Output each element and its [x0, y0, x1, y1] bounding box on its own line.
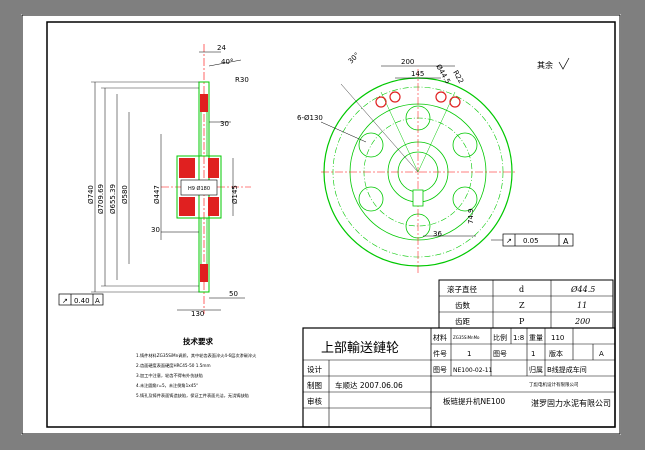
dim-24: 24 — [217, 44, 226, 52]
dim-phi447: Ø447 — [153, 185, 161, 204]
param-val-teeth: 11 — [577, 301, 587, 310]
param-sym-pitch: P — [519, 317, 525, 326]
check-label: 审核 — [307, 396, 322, 406]
version-num: 1 — [531, 350, 535, 358]
drawing-no-prefix: 图号 — [433, 366, 447, 374]
roughness-symbol — [558, 57, 570, 70]
dim-phi445: Ø44.5 — [434, 63, 451, 85]
dim-phi740: Ø740 — [87, 185, 95, 204]
svg-text:↗: ↗ — [62, 297, 68, 305]
dim-phi580: Ø580 — [121, 185, 129, 204]
param-label-pitch: 齿距 — [455, 317, 470, 326]
front-view: 200 145 30° Ø44.5 R22 6-Ø130 36 74.9 ↗ 0… — [297, 51, 574, 274]
param-sym-roller: d — [519, 285, 524, 294]
param-label-teeth: 齿数 — [455, 300, 470, 310]
tech-heading: 技术要求 — [183, 336, 213, 346]
belongs-label: 归属 — [529, 365, 543, 374]
svg-text:↗: ↗ — [506, 237, 512, 245]
dim-40deg: 40° — [221, 58, 233, 66]
dim-phi655: Ø655.39 — [109, 184, 117, 214]
tech-item-1: 1.铸件材料ZG35SiMn调质，其中轮齿表面淬火4-6层次渗碳淬火 — [136, 352, 257, 359]
dim-30deg: 30° — [347, 51, 361, 65]
drawing-title: 上部輸送鏈轮 — [321, 341, 399, 356]
draw-label: 制图 — [307, 380, 322, 390]
dim-30-bottom: 30 — [151, 226, 160, 234]
dim-30-top: 30 — [220, 120, 229, 128]
drawing-sheet: H9 Ø180 Ø740 Ø709.69 Ø655.39 Ø580 Ø447 Ø… — [21, 14, 621, 435]
dim-50: 50 — [229, 290, 238, 298]
dim-36: 36 — [433, 230, 442, 238]
tech-item-2: 2.齿面硬度表面硬度HRC45-50 1.5mm — [136, 362, 211, 369]
tech-item-3: 3.加工中注意，轮齿不得有外伤缺陷 — [136, 372, 203, 379]
tolerance-right-value: 0.05 — [523, 237, 539, 245]
param-sym-teeth: Z — [519, 301, 525, 310]
dim-r30: R30 — [235, 76, 249, 84]
product-name: 板链提升机NE100 — [443, 396, 505, 406]
outer-border — [21, 14, 621, 435]
dim-145: 145 — [411, 70, 424, 78]
drawing-no-value: NE100-02-11 — [453, 367, 493, 374]
dim-r22: R22 — [451, 69, 465, 85]
scale-label: 比例 — [493, 333, 507, 342]
param-val-pitch: 200 — [574, 317, 590, 326]
tech-item-4: 4.未注圆角r=5，未注倒角1x45° — [136, 382, 198, 389]
dim-phi709: Ø709.69 — [97, 184, 105, 214]
scale-value: 1:8 — [513, 334, 524, 342]
design-label: 设计 — [307, 364, 322, 374]
svg-text:H9 Ø180: H9 Ø180 — [188, 185, 210, 192]
params-table: 滚子直径 d Ø44.5 齿数 Z 11 齿距 P 200 — [438, 279, 614, 329]
drawing-no-label: 图号 — [493, 350, 507, 358]
weight-label: 重量 — [529, 334, 543, 342]
dim-phi145-hub: Ø145 — [231, 185, 239, 204]
dim-200: 200 — [401, 58, 414, 66]
tolerance-frame-left — [58, 293, 104, 306]
param-label-roller: 滚子直径 — [447, 284, 477, 294]
tolerance-right-datum: A — [563, 237, 569, 246]
weight-value: 110 — [551, 334, 564, 342]
company-top: 丁彪电机设计有限限公司 — [529, 381, 579, 388]
version-value: A — [599, 350, 604, 358]
qty-value: 1 — [467, 350, 471, 358]
section-view: H9 Ø180 Ø740 Ø709.69 Ø655.39 Ø580 Ø447 Ø… — [58, 44, 251, 318]
material-value: ZG35SiMnMo — [453, 335, 480, 340]
tolerance-left-datum: A — [95, 297, 100, 305]
tech-requirements: 技术要求 1.铸件材料ZG35SiMn调质，其中轮齿表面淬火4-6层次渗碳淬火 … — [136, 336, 257, 399]
title-block: 上部輸送鏈轮 设计 制图 车顺达 2007.06.06 审核 材料 ZG35Si… — [302, 327, 616, 428]
roughness-rest-label: 其余 — [537, 60, 553, 70]
tolerance-left-value: 0.40 — [74, 297, 90, 305]
company-name: 湛罗固力水泥有限公司 — [531, 398, 611, 408]
drawing-canvas: H9 Ø180 Ø740 Ø709.69 Ø655.39 Ø580 Ø447 Ø… — [21, 14, 621, 435]
draw-value: 车顺达 2007.06.06 — [335, 380, 403, 390]
version-label: 版本 — [549, 349, 563, 358]
belongs-value: B线提成车间 — [547, 365, 587, 374]
qty-label: 件号 — [433, 349, 447, 358]
param-val-roller: Ø44.5 — [570, 285, 595, 294]
dim-130: 130 — [191, 310, 204, 318]
dim-74: 74.9 — [467, 208, 475, 224]
tech-item-5: 5.铸孔及铸件表面铸造缺陷，保证工件表面光洁，无浇铸缺陷 — [136, 392, 249, 399]
material-label: 材料 — [433, 333, 447, 342]
dim-holes: 6-Ø130 — [297, 114, 323, 122]
